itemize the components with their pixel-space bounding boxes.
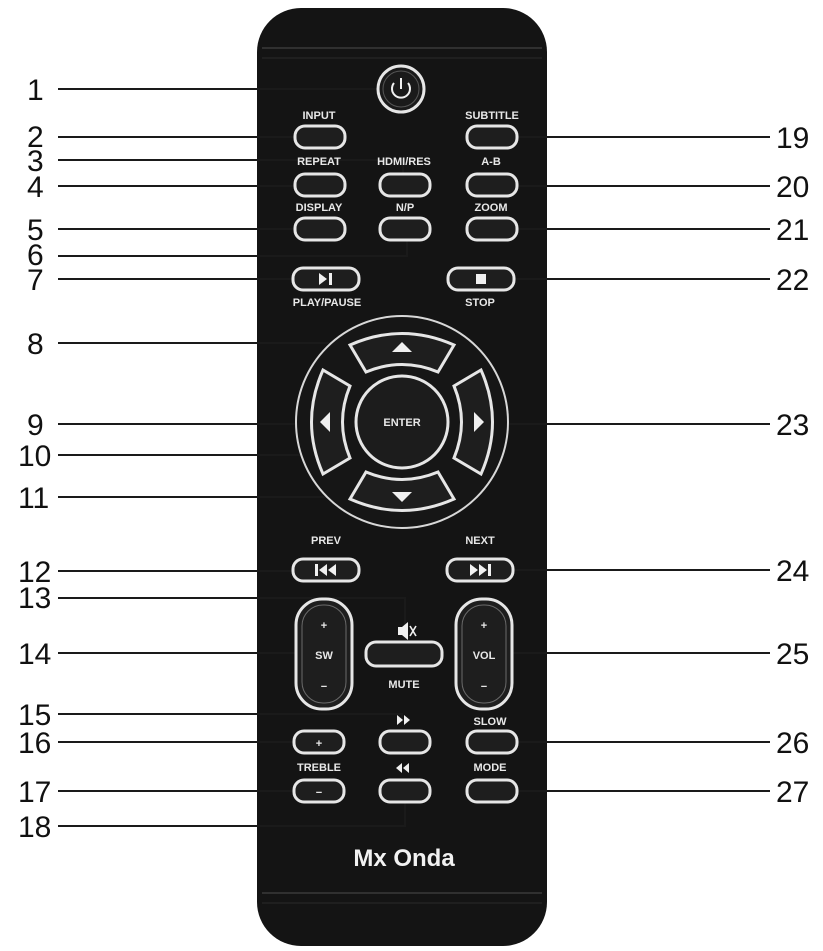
mute-label: MUTE bbox=[388, 679, 419, 691]
stop-label: STOP bbox=[465, 297, 495, 309]
treble-label: TREBLE bbox=[297, 762, 341, 774]
stop-button[interactable] bbox=[446, 266, 516, 292]
zoom-label: ZOOM bbox=[475, 202, 508, 214]
callout-5: 5 bbox=[27, 214, 44, 247]
callout-1: 1 bbox=[27, 74, 44, 107]
n-p-label: N/P bbox=[396, 202, 414, 214]
a-b-button[interactable] bbox=[465, 172, 519, 198]
callout-25: 25 bbox=[776, 638, 809, 671]
nav-down-button[interactable] bbox=[347, 470, 457, 512]
callout-24: 24 bbox=[776, 555, 809, 588]
n-p-button[interactable] bbox=[378, 216, 432, 242]
sw-minus-label: − bbox=[321, 681, 327, 693]
display-label: DISPLAY bbox=[296, 202, 343, 214]
sw-label: SW bbox=[315, 650, 333, 662]
slow-label: SLOW bbox=[474, 716, 508, 728]
leader-lines bbox=[58, 88, 770, 827]
brand-logo: Mx Onda bbox=[353, 845, 455, 872]
treble-plus-label: + bbox=[316, 738, 322, 750]
callout-26: 26 bbox=[776, 727, 809, 760]
callout-12: 12 bbox=[18, 556, 51, 589]
mute-button[interactable] bbox=[364, 640, 444, 668]
hdmi-res-label: HDMI/RES bbox=[377, 156, 431, 168]
subtitle-label: SUBTITLE bbox=[465, 110, 519, 122]
enter-button[interactable]: ENTER bbox=[354, 374, 450, 470]
vol-plus-label: + bbox=[481, 620, 487, 632]
callout-4: 4 bbox=[27, 171, 44, 204]
stop-icon bbox=[476, 274, 486, 284]
callout-17: 17 bbox=[18, 776, 51, 809]
play-pause-label: PLAY/PAUSE bbox=[293, 297, 361, 309]
callout-7: 7 bbox=[27, 264, 44, 297]
nav-left-button[interactable] bbox=[310, 367, 352, 477]
a-b-label: A-B bbox=[481, 156, 501, 168]
callout-21: 21 bbox=[776, 214, 809, 247]
next-label: NEXT bbox=[465, 535, 495, 547]
treble-minus-button[interactable]: − bbox=[292, 778, 346, 804]
callout-16: 16 bbox=[18, 727, 51, 760]
next-button[interactable] bbox=[445, 557, 515, 583]
subtitle-button[interactable] bbox=[465, 124, 519, 150]
callout-9: 9 bbox=[27, 409, 44, 442]
sw-rocker[interactable]: + SW − bbox=[294, 597, 354, 711]
treble-minus-label: − bbox=[316, 787, 322, 799]
mode-button[interactable] bbox=[465, 778, 519, 804]
callout-11: 11 bbox=[18, 482, 49, 515]
power-icon bbox=[391, 78, 411, 99]
callout-3: 3 bbox=[27, 145, 44, 178]
sw-plus-label: + bbox=[321, 620, 327, 632]
arrow-right-icon bbox=[474, 412, 484, 432]
power-button[interactable] bbox=[376, 64, 426, 114]
mode-label: MODE bbox=[474, 762, 507, 774]
mute-icon bbox=[398, 622, 417, 640]
callout-22: 22 bbox=[776, 264, 809, 297]
prev-label: PREV bbox=[311, 535, 342, 547]
input-label: INPUT bbox=[303, 110, 336, 122]
display-button[interactable] bbox=[293, 216, 347, 242]
slow-button[interactable] bbox=[465, 729, 519, 755]
nav-up-button[interactable] bbox=[347, 332, 457, 374]
callout-10: 10 bbox=[18, 440, 51, 473]
arrow-left-icon bbox=[320, 412, 330, 432]
hdmi-res-button[interactable] bbox=[378, 172, 432, 198]
callout-numbers: 1 2 3 4 5 6 7 8 9 10 11 12 13 14 15 16 1… bbox=[18, 74, 809, 844]
callout-27: 27 bbox=[776, 776, 809, 809]
fast-forward-icon bbox=[397, 715, 410, 725]
callout-15: 15 bbox=[18, 699, 51, 732]
nav-right-button[interactable] bbox=[452, 367, 494, 477]
vol-rocker[interactable]: + VOL − bbox=[454, 597, 514, 711]
treble-plus-button[interactable]: + bbox=[292, 729, 346, 755]
rewind-button[interactable] bbox=[378, 778, 432, 804]
arrow-down-icon bbox=[392, 492, 412, 502]
vol-minus-label: − bbox=[481, 681, 487, 693]
callout-14: 14 bbox=[18, 638, 51, 671]
repeat-button[interactable] bbox=[293, 172, 347, 198]
play-pause-icon bbox=[319, 273, 332, 285]
rewind-icon bbox=[396, 763, 409, 773]
arrow-up-icon bbox=[392, 342, 412, 352]
callout-23: 23 bbox=[776, 409, 809, 442]
fast-forward-button[interactable] bbox=[378, 729, 432, 755]
prev-button[interactable] bbox=[291, 557, 361, 583]
callout-13: 13 bbox=[18, 582, 51, 615]
vol-label: VOL bbox=[473, 650, 496, 662]
callout-6: 6 bbox=[27, 239, 44, 272]
callout-2: 2 bbox=[27, 121, 44, 154]
skip-back-icon bbox=[315, 564, 336, 576]
callout-19: 19 bbox=[776, 122, 809, 155]
play-pause-button[interactable] bbox=[291, 266, 361, 292]
navigation-pad: ENTER bbox=[295, 315, 509, 529]
input-button[interactable] bbox=[293, 124, 347, 150]
skip-forward-icon bbox=[470, 564, 491, 576]
callout-20: 20 bbox=[776, 171, 809, 204]
callout-18: 18 bbox=[18, 811, 51, 844]
callout-8: 8 bbox=[27, 328, 44, 361]
repeat-label: REPEAT bbox=[297, 156, 341, 168]
zoom-button[interactable] bbox=[465, 216, 519, 242]
enter-label: ENTER bbox=[383, 417, 420, 429]
